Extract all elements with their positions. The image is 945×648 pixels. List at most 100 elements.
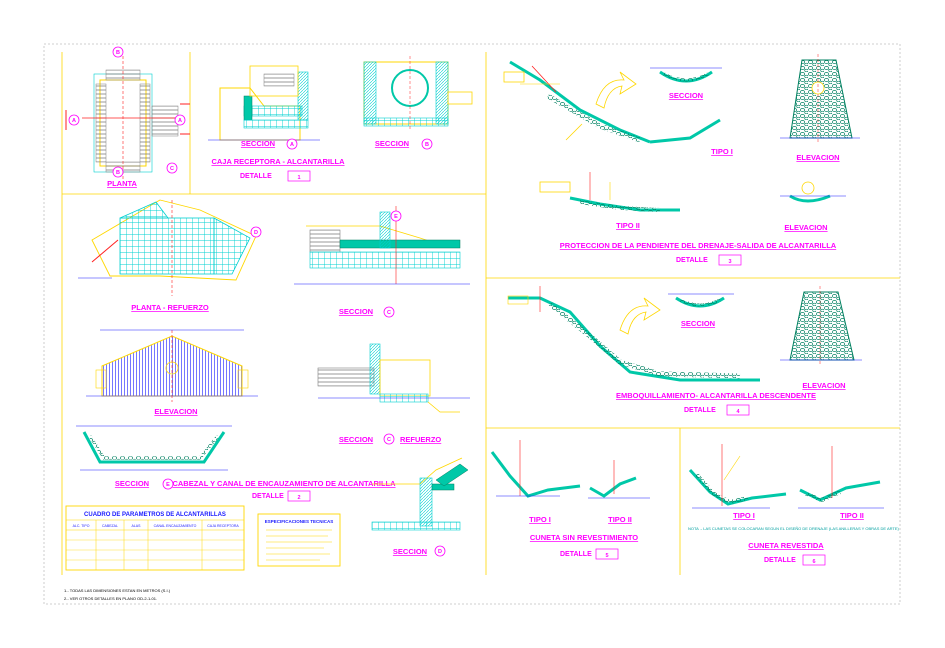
cut-marker-a-right: A — [174, 114, 186, 126]
elevacion-2-title: ELEVACION — [154, 407, 197, 416]
svg-text:5: 5 — [605, 553, 608, 559]
cuneta-tipo-1: TIPO I — [529, 515, 551, 524]
svg-text:A: A — [72, 118, 76, 124]
svg-text:E: E — [394, 214, 398, 220]
empedrado-title: EMBOQUILLAMIENTO- ALCANTARILLA DESCENDEN… — [616, 391, 816, 400]
detalle-3-label: DETALLE — [676, 257, 708, 264]
note-2: 2.- VER OTROS DETALLES EN PLANO OD-2-1-0… — [64, 596, 157, 601]
detail-4-elevation: ELEVACION — [780, 286, 862, 390]
svg-text:D: D — [254, 230, 258, 236]
cuneta-rev-tipo-2: TIPO II — [840, 511, 864, 520]
marker-d-plan: D — [250, 226, 262, 238]
cuneta-tipo-2: TIPO II — [608, 515, 632, 524]
cabezal-title: CABEZAL Y CANAL DE ENCAUZAMIENTO DE ALCA… — [172, 479, 396, 488]
detalle-2-badge: 2 — [287, 490, 311, 502]
marker-b-2: B — [421, 138, 433, 150]
marker-c-2: C — [383, 306, 395, 318]
svg-text:E: E — [166, 482, 170, 488]
marker-c-top: C — [166, 162, 178, 174]
detail-3-tipo-1: TIPO I — [503, 60, 733, 156]
detail-1-plan: B A A B PLANTA — [65, 46, 190, 188]
tipo-2-title: TIPO II — [616, 221, 640, 230]
caja-receptora-title: CAJA RECEPTORA - ALCANTARILLA — [211, 157, 345, 166]
marker-e-2: E — [162, 478, 174, 490]
panel-dividers — [61, 52, 900, 575]
detail-2-section-c-refuerzo: SECCION C REFUERZO — [317, 343, 470, 445]
detail-2-plan-reinforcement: C D PLANTA - REFUERZO — [78, 162, 262, 312]
detalle-4-label: DETALLE — [684, 407, 716, 414]
section-c-title: SECCION — [339, 307, 373, 316]
svg-text:6: 6 — [812, 559, 815, 565]
svg-text:B: B — [425, 142, 429, 148]
cuneta-revestida-title: CUNETA REVESTIDA — [748, 541, 824, 550]
svg-text:C: C — [387, 437, 391, 443]
specs-box: ESPECIFICACIONES TECNICAS — [257, 513, 341, 567]
detalle-6-badge: 6 — [802, 554, 826, 566]
detalle-5-label: DETALLE — [560, 551, 592, 558]
detail-3-elevation: ELEVACION — [780, 54, 860, 162]
table-header-caja: CAJA RECEPTORA — [207, 524, 239, 528]
nota-cuneta: NOTA .- LAS CUNETAS SE COLOCARAN SEGUN E… — [688, 526, 900, 531]
marker-e-section: E — [390, 210, 402, 222]
detalle-1-label: DETALLE — [240, 173, 272, 180]
marker-d-2: D — [434, 545, 446, 557]
detail-3-elevation-b: ELEVACION — [780, 181, 846, 232]
marker-a-2: A — [286, 138, 298, 150]
cuneta-rev-tipo-1: TIPO I — [733, 511, 755, 520]
detail-2-section-d: SECCION D — [371, 457, 469, 557]
svg-text:C: C — [387, 310, 391, 316]
section-b-title: SECCION — [375, 139, 409, 148]
table-header-canal: CANAL ENCAUZAMIENTO — [154, 524, 197, 528]
detail-6-cuneta-revestida: TIPO I TIPO II — [688, 444, 884, 520]
specs-title: ESPECIFICACIONES TECNICAS — [265, 519, 334, 524]
elevacion-3b-title: ELEVACION — [784, 223, 827, 232]
detail-5-cuneta-sin: TIPO I TIPO II — [490, 440, 650, 524]
detalle-3-badge: 3 — [718, 254, 742, 266]
cut-marker-b-top: B — [112, 46, 124, 58]
detail-4-profile — [507, 286, 760, 382]
table-header-tipo: ALC. TIPO — [73, 524, 90, 528]
elevacion-4-title: ELEVACION — [802, 381, 845, 390]
svg-text:D: D — [438, 549, 442, 555]
section-d-title: SECCION — [393, 547, 427, 556]
svg-text:B: B — [116, 170, 120, 176]
parameters-table: CUADRO DE PARAMETROS DE ALCANTARILLAS AL… — [65, 505, 245, 571]
section-e-title: SECCION — [115, 479, 149, 488]
planta-title: PLANTA — [107, 179, 137, 188]
svg-text:A: A — [178, 118, 182, 124]
table-header-alas: ALAS — [132, 524, 142, 528]
cut-marker-b-bottom: B — [112, 166, 124, 178]
marker-c-3: C — [383, 433, 395, 445]
detalle-6-label: DETALLE — [764, 557, 796, 564]
svg-text:1: 1 — [297, 175, 300, 181]
cuneta-sin-title: CUNETA SIN REVESTIMIENTO — [530, 533, 638, 542]
svg-text:A: A — [290, 142, 294, 148]
detalle-4-badge: 4 — [726, 404, 750, 416]
detail-2-section-e: SECCION E — [76, 425, 232, 490]
detalle-5-badge: 5 — [595, 548, 619, 560]
detail-1-section-a: SECCION A — [208, 65, 320, 150]
table-title: CUADRO DE PARAMETROS DE ALCANTARILLAS — [84, 512, 226, 518]
svg-text:4: 4 — [736, 409, 740, 415]
cut-marker-a-left: A — [68, 114, 80, 126]
detail-4-section: SECCION — [668, 293, 734, 328]
detail-1-section-b: SECCION B — [363, 56, 473, 150]
sheet-border — [43, 43, 901, 605]
elevacion-3-title: ELEVACION — [796, 153, 839, 162]
svg-text:C: C — [170, 166, 174, 172]
section-a-title: SECCION — [241, 139, 275, 148]
detail-3-tipo-2: TIPO II — [539, 172, 680, 230]
svg-text:B: B — [116, 50, 120, 56]
detail-2-elevation: ELEVACION — [86, 329, 258, 416]
section-3-title: SECCION — [669, 91, 703, 100]
svg-text:2: 2 — [297, 495, 300, 501]
detalle-2-label: DETALLE — [252, 493, 284, 500]
planta-refuerzo-title: PLANTA - REFUERZO — [131, 303, 209, 312]
proteccion-title: PROTECCION DE LA PENDIENTE DEL DRENAJE-S… — [560, 241, 837, 250]
refuerzo-title: REFUERZO — [400, 435, 441, 444]
detail-3-section: SECCION — [650, 67, 722, 100]
detail-2-section-c: E SECCION C — [294, 206, 470, 318]
section-c-ref-title: SECCION — [339, 435, 373, 444]
svg-text:3: 3 — [728, 259, 731, 265]
